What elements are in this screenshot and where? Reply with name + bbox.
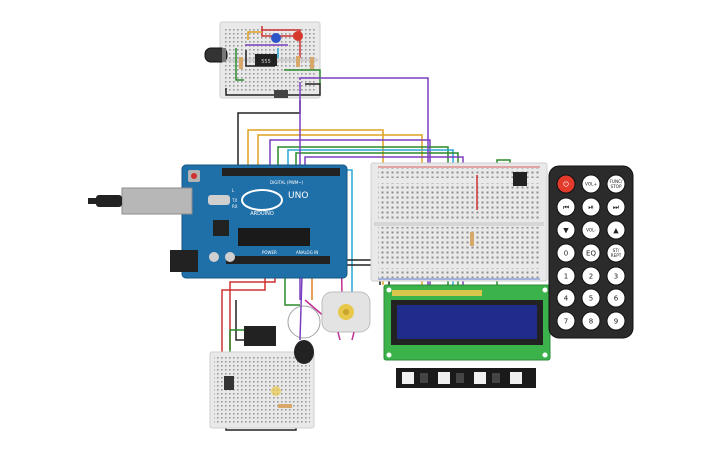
remote-button-label: STOP [610, 184, 622, 189]
remote-button-label: ⏮ [563, 203, 569, 211]
tx-label: TX [231, 198, 237, 203]
dc-motor [321, 291, 371, 341]
timer-ic-label: 555 [261, 59, 271, 65]
remote-button-label: 8 [589, 317, 593, 325]
remote-button: VOL- [581, 220, 601, 240]
remote-button: ⏯ [581, 197, 601, 217]
bottom-breadboard [209, 305, 321, 429]
arduino-uno: ARDUINO UNO DIGITAL (PWM~) POWER ANALOG … [88, 164, 348, 279]
remote-button-label: 1 [564, 272, 568, 280]
remote-button-label: 7 [564, 317, 568, 325]
main-breadboard [370, 162, 548, 282]
photoresistor [271, 386, 281, 396]
usb-port [121, 187, 193, 215]
remote-button-label: VOL+ [585, 181, 597, 186]
remote-button: FUNC/STOP [606, 174, 626, 194]
l-label: L [232, 188, 235, 193]
digital-header-label: DIGITAL (PWM~) [270, 180, 304, 185]
remote-button-label: ▲ [613, 226, 619, 234]
capacitor-electrolytic [204, 47, 228, 63]
remote-button-label: 6 [614, 294, 619, 302]
top-resistors [239, 56, 314, 69]
neopixel-strip [396, 368, 536, 388]
remote-button: 3 [606, 266, 626, 286]
remote-button-label: ST/ [613, 248, 620, 253]
remote-button: 7 [556, 311, 576, 331]
led-red [293, 31, 303, 41]
digital-header-pins [222, 168, 340, 176]
relay [244, 326, 276, 346]
power-jack [170, 250, 198, 272]
remote-button-label: 3 [614, 272, 618, 280]
ir-remote: ⏻ VOL+ FUNC/STOP ⏮ ⏯ ⏭ ▼ VOL- ▲ 0 EQ ST/REPT 1 2 3 4 5 6 7… [548, 165, 634, 339]
remote-button-label: 9 [614, 317, 618, 325]
remote-button-label: 5 [589, 294, 593, 302]
remote-button: ⏮ [556, 197, 576, 217]
remote-button: ST/REPT [606, 243, 626, 263]
power-analog-header-pins [226, 256, 330, 264]
remote-button-label: 4 [564, 294, 569, 302]
bottom-resistor [278, 404, 292, 408]
remote-button: ▼ [556, 220, 576, 240]
piezo-buzzer [294, 340, 314, 364]
arduino-model: UNO [288, 191, 308, 201]
remote-button: 2 [581, 266, 601, 286]
remote-button-label: 0 [564, 249, 568, 257]
remote-button: 6 [606, 288, 626, 308]
remote-button-label: FUNC/ [610, 179, 624, 184]
analog-header-label: ANALOG IN [296, 250, 318, 255]
atmega-chip [238, 228, 310, 246]
remote-button: 4 [556, 288, 576, 308]
light-bulb [287, 305, 321, 339]
remote-button-label: ⏻ [563, 180, 569, 188]
rx-label: RX [232, 204, 238, 209]
resistor [470, 232, 474, 246]
arduino-logo [241, 189, 283, 211]
remote-button: 8 [581, 311, 601, 331]
remote-button: ⏻ [556, 174, 576, 194]
remote-button: ▲ [606, 220, 626, 240]
remote-button-label: ⏭ [613, 203, 620, 211]
remote-button-label: REPT [611, 253, 622, 258]
remote-button: 5 [581, 288, 601, 308]
lcd-display [383, 284, 551, 361]
timer-ic: 555 [255, 54, 277, 66]
usb-cable [96, 195, 122, 207]
power-header-label: POWER [262, 250, 277, 255]
remote-button-label: VOL- [586, 227, 596, 232]
remote-button: 1 [556, 266, 576, 286]
crystal [208, 195, 230, 205]
arduino-brand: ARDUINO [250, 211, 274, 217]
remote-button: EQ [581, 243, 601, 263]
transistor [224, 376, 234, 390]
remote-button-label: 2 [589, 272, 593, 280]
led-blue [271, 33, 281, 43]
remote-button-label: ⏯ [588, 203, 594, 211]
remote-button-label: EQ [586, 249, 596, 257]
ir-receiver [513, 172, 527, 186]
remote-button: ⏭ [606, 197, 626, 217]
remote-button: 9 [606, 311, 626, 331]
remote-button: VOL+ [581, 174, 601, 194]
remote-button: 0 [556, 243, 576, 263]
top-button [274, 90, 288, 98]
remote-button-label: ▼ [563, 226, 569, 234]
remote-button-grid: ⏻ VOL+ FUNC/STOP ⏮ ⏯ ⏭ ▼ VOL- ▲ 0 EQ ST/REPT 1 2 3 4 5 6 7… [556, 174, 626, 331]
